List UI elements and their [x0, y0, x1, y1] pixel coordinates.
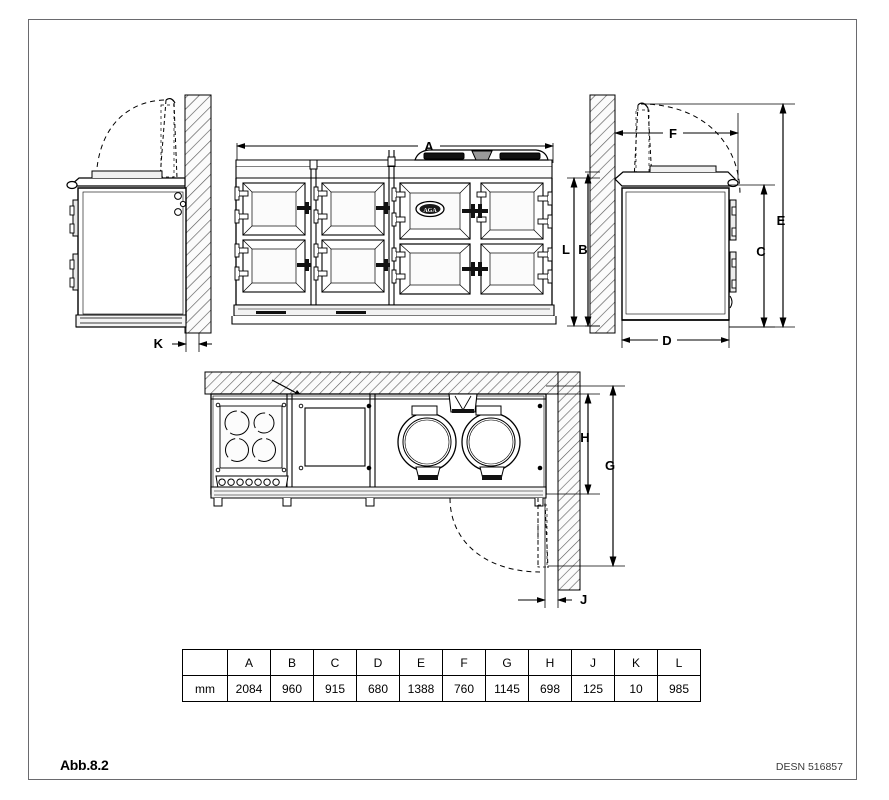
oven-door — [234, 182, 311, 236]
drawing-number: DESN 516857 — [775, 761, 843, 773]
dimension-label-J: J — [580, 592, 587, 607]
left-side-elevation: K — [66, 94, 212, 352]
table-value-D: 680 — [356, 675, 400, 702]
table-header-row: A B C D E F G H J K L — [182, 649, 701, 676]
front-elevation: A — [231, 139, 557, 325]
dimension-label-D: D — [662, 333, 671, 348]
oven-door — [391, 243, 478, 295]
table-value-L: 985 — [657, 675, 701, 702]
table-header-L: L — [657, 649, 701, 676]
plan-view: H G J — [204, 371, 625, 608]
table-value-G: 1145 — [485, 675, 529, 702]
dimension-label-K: K — [154, 336, 164, 351]
oven-door — [313, 182, 390, 236]
table-header-J: J — [571, 649, 615, 676]
table-header-H: H — [528, 649, 572, 676]
dimension-label-G: G — [605, 458, 615, 473]
oven-door — [476, 243, 553, 295]
svg-text:AGA: AGA — [423, 208, 437, 214]
table-corner-cell — [182, 649, 228, 676]
table-header-C: C — [313, 649, 357, 676]
oven-door — [476, 182, 553, 240]
dimension-table: A B C D E F G H J K L mm 2084 960 915 68… — [182, 649, 701, 702]
hotplate-lids-module — [397, 393, 543, 480]
aga-badge-icon: AGA — [415, 200, 445, 218]
table-header-E: E — [399, 649, 443, 676]
table-unit-cell: mm — [182, 675, 228, 702]
dimension-label-B: B — [578, 242, 587, 257]
table-value-J: 125 — [571, 675, 615, 702]
dimension-label-A: A — [424, 139, 434, 154]
table-row: mm 2084 960 915 680 1388 760 1145 698 12… — [182, 675, 701, 702]
table-header-K: K — [614, 649, 658, 676]
hob-module — [215, 402, 289, 489]
warming-plate-module — [298, 403, 372, 471]
table-header-B: B — [270, 649, 314, 676]
dimension-label-E: E — [777, 213, 786, 228]
figure-caption: Abb.8.2 — [60, 757, 109, 773]
table-header-F: F — [442, 649, 486, 676]
table-value-B: 960 — [270, 675, 314, 702]
table-header-G: G — [485, 649, 529, 676]
table-value-F: 760 — [442, 675, 486, 702]
right-side-elevation: L B F C E D — [562, 94, 795, 348]
table-value-A: 2084 — [227, 675, 271, 702]
dimension-label-H: H — [580, 430, 589, 445]
table-header-A: A — [227, 649, 271, 676]
dimension-label-C: C — [756, 244, 766, 259]
table-header-D: D — [356, 649, 400, 676]
table-value-H: 698 — [528, 675, 572, 702]
table-value-C: 915 — [313, 675, 357, 702]
dimension-label-F: F — [669, 126, 677, 141]
oven-door — [313, 239, 390, 293]
table-value-E: 1388 — [399, 675, 443, 702]
oven-door — [234, 239, 311, 293]
dimension-label-L: L — [562, 242, 570, 257]
oven-door-with-badge: AGA — [391, 182, 478, 240]
table-value-K: 10 — [614, 675, 658, 702]
